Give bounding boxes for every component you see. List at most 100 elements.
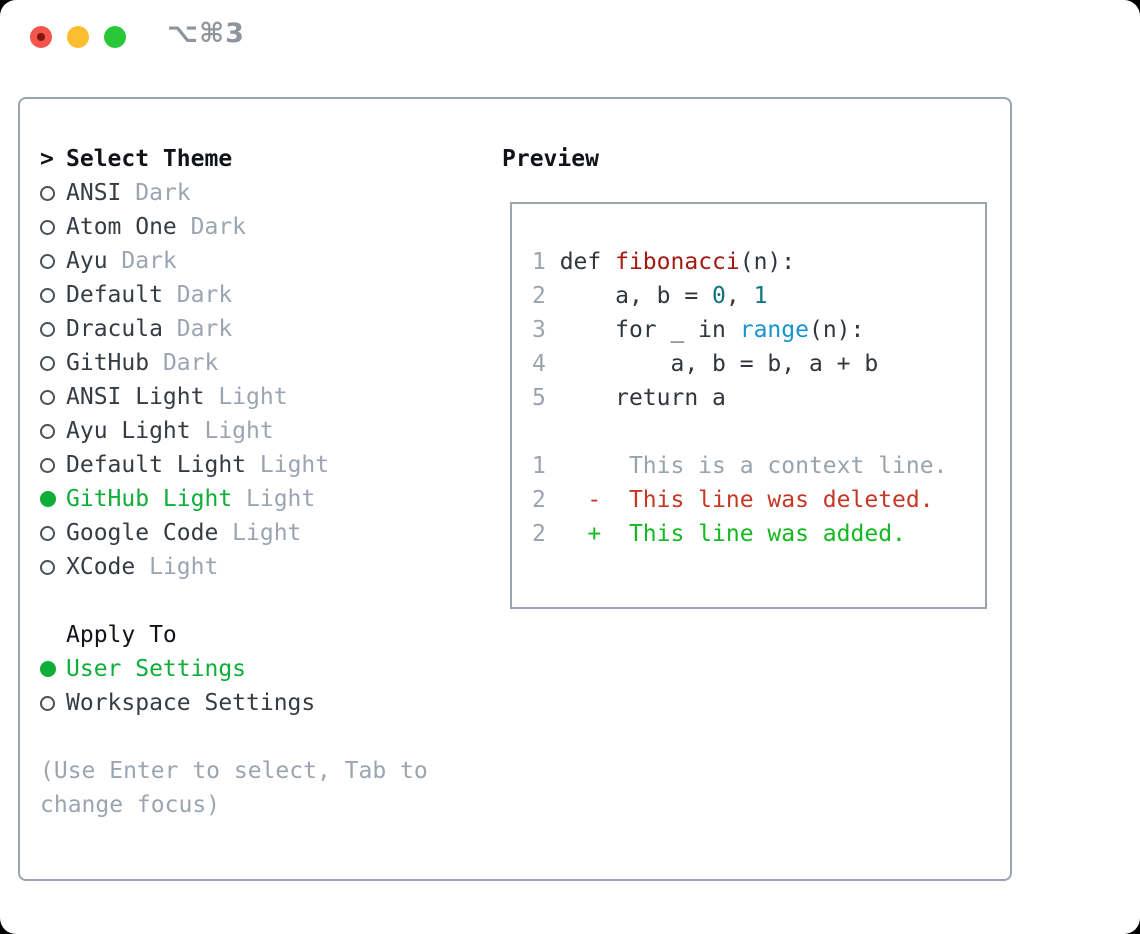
- theme-option-label: Ayu Light: [66, 418, 205, 444]
- theme-option-label: Atom One: [66, 214, 191, 240]
- theme-option[interactable]: ANSI Light Light: [40, 380, 492, 414]
- spacer: [40, 720, 492, 754]
- apply-to-option-label: Workspace Settings: [66, 690, 316, 716]
- theme-variant-label: Light: [246, 486, 316, 512]
- code-text: for _ in range(n):: [546, 313, 865, 347]
- theme-option-label: Google Code: [66, 520, 233, 546]
- code-text: a, b = b, a + b: [546, 347, 878, 381]
- radio-cell: [40, 253, 66, 269]
- window-title: ⌥⌘3: [167, 18, 245, 49]
- theme-variant-label: Dark: [176, 316, 233, 342]
- code-line: 4 a, b = b, a + b: [532, 347, 985, 381]
- radio-cell: [40, 457, 66, 473]
- theme-variant-label: Dark: [135, 180, 191, 206]
- radio-cell: [40, 559, 66, 575]
- theme-option[interactable]: ANSI Dark: [40, 176, 492, 210]
- code-line: 5 return a: [532, 381, 985, 415]
- theme-option-label: GitHub: [66, 350, 163, 376]
- close-button[interactable]: [30, 26, 52, 48]
- line-number: 3: [532, 317, 546, 343]
- radio-icon: [40, 185, 55, 201]
- code-line: 1 def fibonacci(n):: [532, 245, 985, 279]
- radio-cell: [40, 695, 66, 711]
- code-segment-number: 1: [753, 283, 768, 309]
- line-number: 5: [532, 385, 546, 411]
- zoom-button[interactable]: [104, 26, 126, 48]
- titlebar[interactable]: ⌥⌘3: [0, 0, 1140, 97]
- radio-cell: [40, 491, 66, 507]
- line-number: 1: [532, 453, 546, 479]
- theme-option-label: XCode: [66, 554, 150, 580]
- theme-option-label: Ayu: [66, 248, 122, 274]
- diff-line-context: 1 This is a context line.: [532, 449, 985, 483]
- theme-option[interactable]: Dracula Dark: [40, 312, 492, 346]
- code-text: return a: [546, 381, 726, 415]
- apply-to-option[interactable]: Workspace Settings: [40, 686, 492, 720]
- code-segment-function: fibonacci: [615, 249, 740, 275]
- radio-cell: [40, 423, 66, 439]
- theme-option[interactable]: Ayu Dark: [40, 244, 492, 278]
- theme-option-label: GitHub Light: [66, 486, 247, 512]
- spacer: [40, 584, 492, 618]
- diff-line-added: 2 + This line was added.: [532, 517, 985, 551]
- radio-icon: [40, 525, 55, 541]
- minimize-button[interactable]: [67, 26, 89, 48]
- line-number: 2: [532, 521, 546, 547]
- theme-variant-label: Light: [259, 452, 330, 478]
- diff-sample: 1 This is a context line.2 - This line w…: [532, 449, 985, 551]
- theme-option[interactable]: XCode Light: [40, 550, 492, 584]
- theme-option[interactable]: Default Light Light: [40, 448, 492, 482]
- diff-text: - This line was deleted.: [545, 487, 934, 513]
- line-number: 4: [532, 351, 546, 377]
- code-segment-plain: return a: [545, 385, 726, 411]
- radio-icon: [40, 219, 55, 235]
- radio-icon: [40, 253, 55, 269]
- code-line: 2 a, b = 0, 1: [532, 279, 985, 313]
- diff-text: + This line was added.: [545, 521, 906, 547]
- theme-option[interactable]: GitHub Light Light: [40, 482, 492, 516]
- theme-option[interactable]: Google Code Light: [40, 516, 492, 550]
- radio-icon: [40, 287, 55, 303]
- code-text: def fibonacci(n):: [546, 245, 795, 279]
- theme-variant-label: Dark: [190, 214, 247, 240]
- radio-icon: [40, 321, 55, 337]
- theme-option[interactable]: Default Dark: [40, 278, 492, 312]
- diff-text: This is a context line.: [545, 453, 948, 479]
- radio-icon: [40, 389, 55, 405]
- code-segment-keyword: def: [545, 249, 616, 275]
- code-text: a, b = 0, 1: [546, 279, 768, 313]
- code-segment-number: 0: [712, 283, 726, 309]
- diff-line-deleted: 2 - This line was deleted.: [532, 483, 985, 517]
- theme-option[interactable]: Ayu Light Light: [40, 414, 492, 448]
- line-number: 2: [532, 487, 546, 513]
- traffic-lights: [30, 26, 126, 48]
- apply-to-header: Apply To: [40, 618, 492, 652]
- prompt-icon: >: [40, 146, 54, 172]
- radio-icon: [40, 355, 55, 371]
- theme-variant-label: Light: [204, 418, 274, 444]
- radio-icon: [40, 559, 55, 575]
- blank-line: [532, 415, 985, 449]
- theme-option[interactable]: GitHub Dark: [40, 346, 492, 380]
- code-segment-plain: ,: [725, 283, 754, 309]
- theme-variant-label: Light: [149, 554, 219, 580]
- apply-to-option[interactable]: User Settings: [40, 652, 492, 686]
- radio-icon: [40, 695, 55, 711]
- apply-to-option-label: User Settings: [66, 656, 247, 682]
- code-segment-plain: (n):: [739, 249, 796, 275]
- radio-cell: [40, 389, 66, 405]
- radio-cell: [40, 185, 66, 201]
- radio-cell: [40, 287, 66, 303]
- code-segment-plain: (n):: [808, 317, 865, 343]
- theme-option[interactable]: Atom One Dark: [40, 210, 492, 244]
- radio-cell: [40, 525, 66, 541]
- preview-column: Preview 1 def fibonacci(n):2 a, b = 0, 1…: [492, 142, 1010, 879]
- radio-icon: [40, 457, 55, 473]
- theme-variant-label: Dark: [121, 248, 177, 274]
- keyboard-hint-line-2: change focus): [40, 792, 221, 818]
